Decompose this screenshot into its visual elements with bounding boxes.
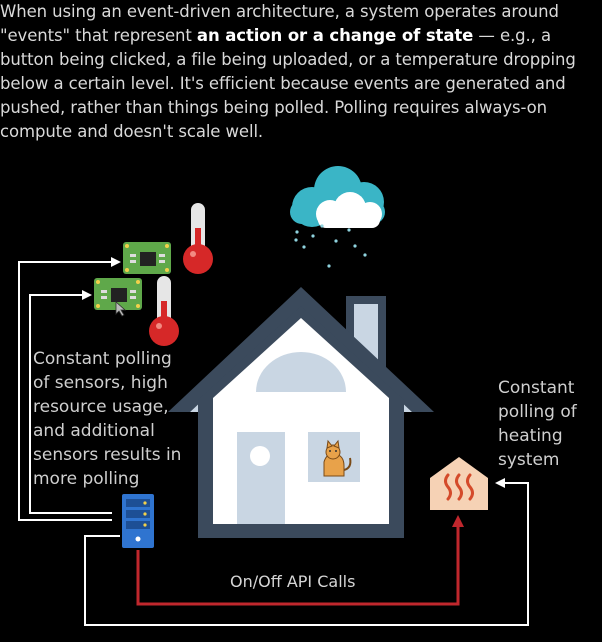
polling-arrow-sensor-1	[18, 257, 121, 521]
api-call-arrow	[136, 515, 464, 606]
polling-arrow-heater	[84, 478, 529, 626]
intro-text-2: — e.g., a button being clicked, a file b…	[0, 26, 576, 141]
heating-system-icon	[430, 457, 488, 510]
server-icon	[122, 494, 154, 548]
circuit-board-icon	[123, 242, 171, 274]
sensor-polling-note: Constant polling of sensors, high resour…	[33, 349, 182, 489]
cat-icon	[323, 439, 352, 477]
thermometer-icon	[183, 203, 213, 274]
heater-polling-note: Constant polling of heating system	[498, 378, 577, 470]
thermometer-icon	[149, 276, 179, 346]
circuit-board-icon	[94, 278, 142, 317]
rain-cloud-icon	[290, 166, 385, 268]
polling-arrow-sensor-2	[29, 290, 112, 514]
intro-emphasis: an action or a change of state	[196, 26, 474, 45]
api-calls-label: On/Off API Calls	[230, 572, 356, 591]
intro-text-1: When using an event-driven architecture,…	[0, 2, 559, 45]
intro-paragraph: When using an event-driven architecture,…	[0, 0, 600, 144]
house-icon	[168, 287, 434, 538]
